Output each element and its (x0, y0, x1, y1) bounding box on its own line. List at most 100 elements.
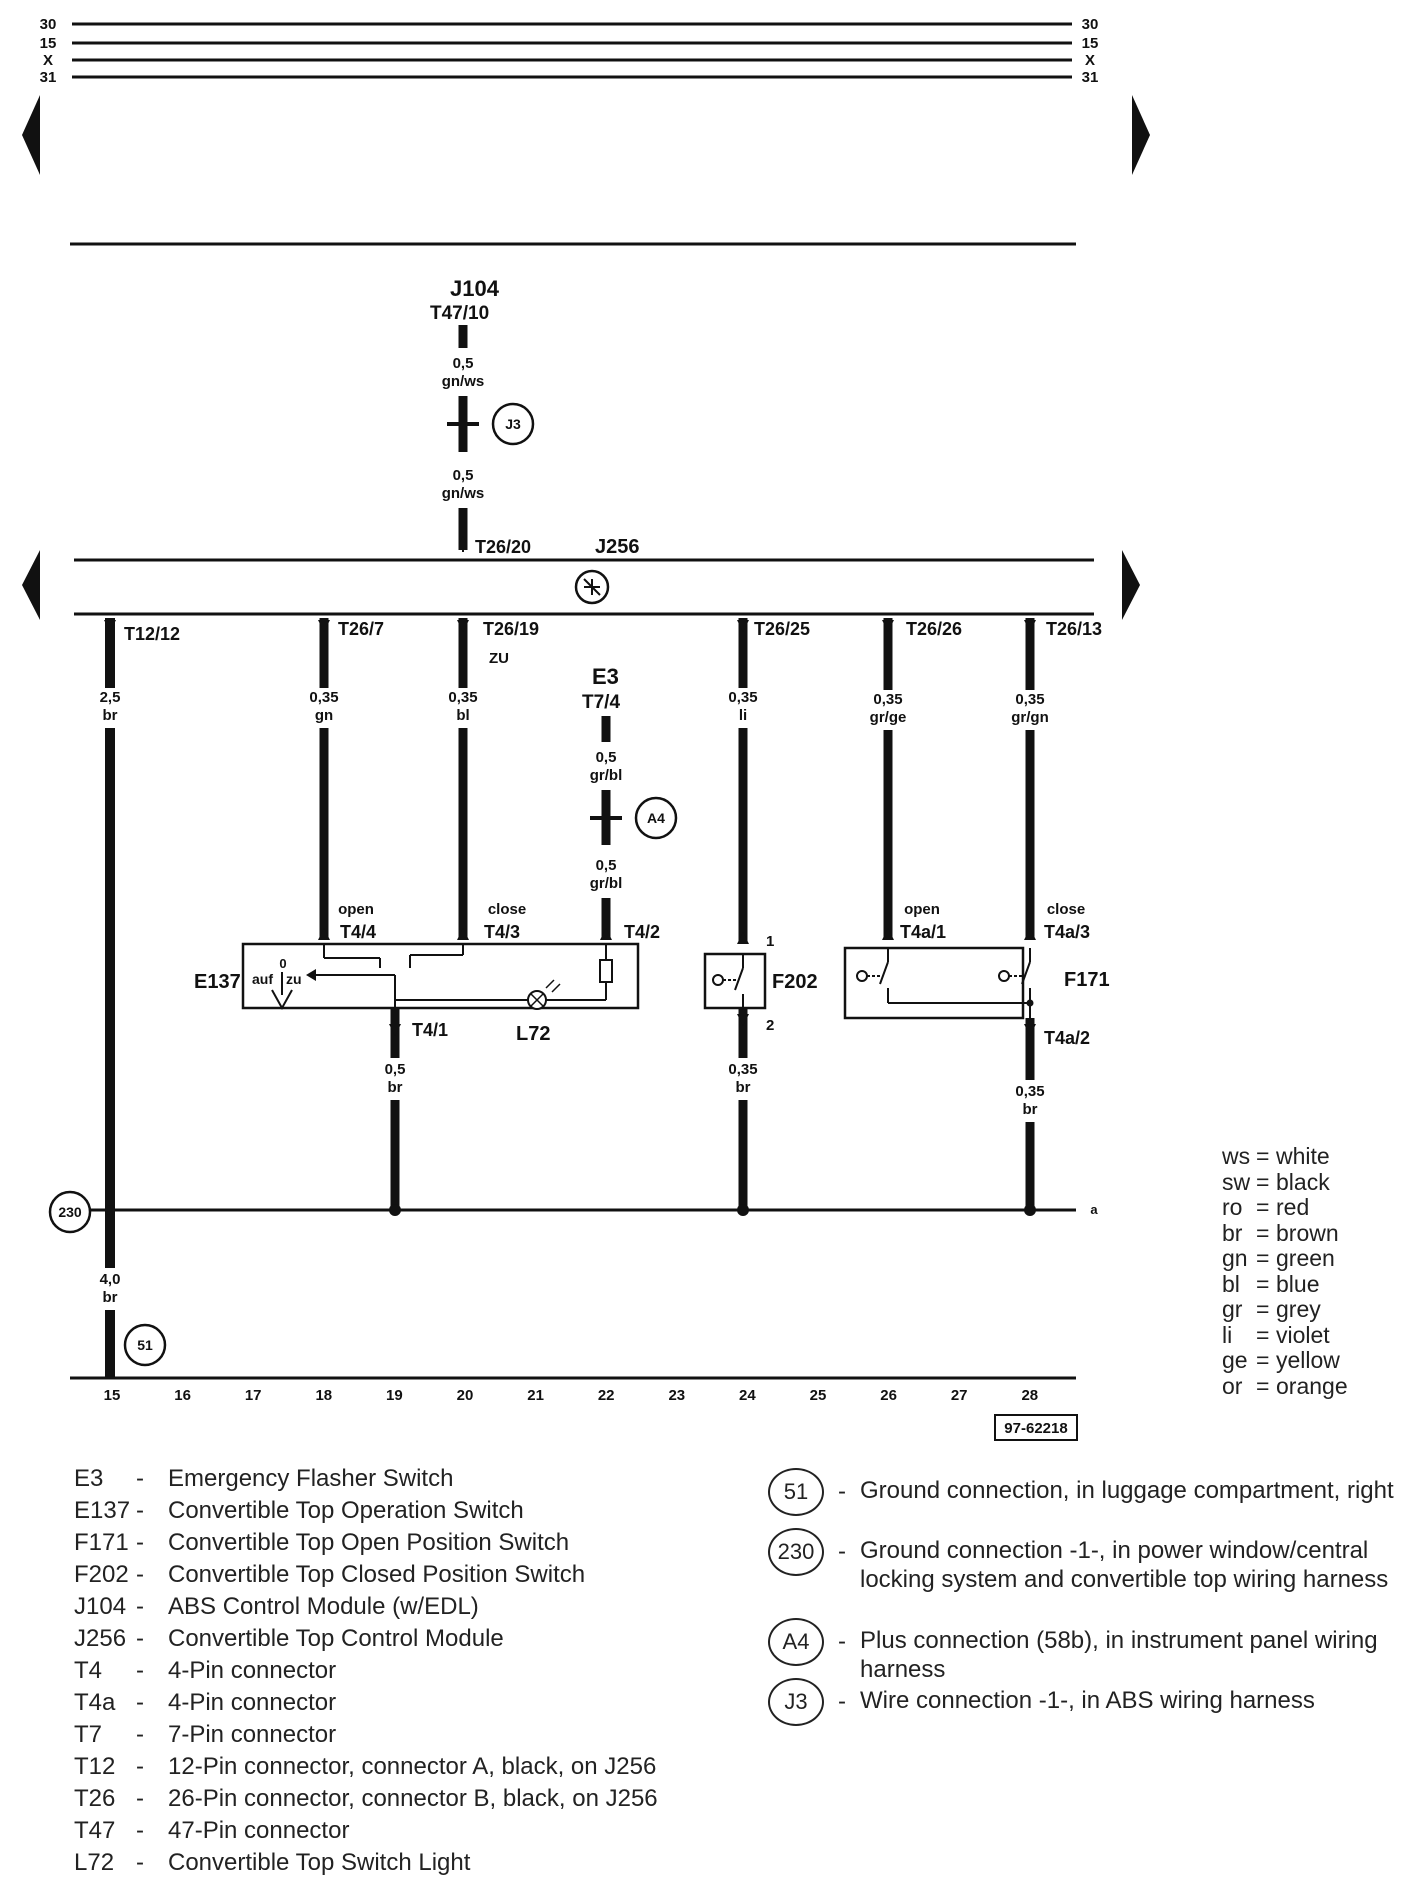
color-code-row: ro=red (1222, 1194, 1348, 1221)
legend-code: T47 (74, 1817, 116, 1844)
line-a-label: a (1090, 1202, 1098, 1217)
f202-out-wire-color: br (736, 1079, 751, 1096)
t4-4-function-label: open (338, 901, 374, 918)
color-abbr: li (1222, 1321, 1233, 1348)
color-abbr: sw (1222, 1168, 1251, 1195)
bus-label-right-15: 15 (1082, 35, 1099, 52)
legend-row: F171-Convertible Top Open Position Switc… (74, 1527, 658, 1559)
f202-switch: T26/25 0,35 li 1 F202 2 0,35 br (703, 618, 818, 1210)
e3-wire-color: gr/bl (590, 767, 623, 784)
equals-sign: = (1256, 1168, 1270, 1195)
ground-line-230: 230 a 4,0 br 51 (48, 1190, 1098, 1379)
page-arrow-left-2-icon (22, 550, 40, 620)
legend-row: T47-47-Pin connector (74, 1815, 658, 1847)
connection-description: Ground connection -1-, in power window/c… (860, 1537, 1389, 1593)
resistor-icon (599, 959, 613, 983)
legend-description: 7-Pin connector (168, 1721, 337, 1748)
connection-badge: 51 (768, 1468, 824, 1516)
legend-code: E137 (74, 1497, 131, 1524)
connection-legend-row: 51-Ground connection, in luggage compart… (768, 1468, 1400, 1516)
t4a-2-wire-color: br (1023, 1101, 1038, 1118)
legend-description: Convertible Top Open Position Switch (168, 1529, 570, 1556)
t4-3-function-label: close (488, 901, 526, 918)
connection-legend-row: 230-Ground connection -1-, in power wind… (768, 1528, 1400, 1594)
j104-wire-size-2: 0,5 (453, 467, 474, 484)
color-code-row: gr=grey (1222, 1296, 1348, 1323)
legend-row: T12-12-Pin connector, connector A, black… (74, 1751, 658, 1783)
equals-sign: = (1256, 1347, 1270, 1373)
a4-connector-marker (634, 796, 678, 840)
equals-sign: = (1256, 1143, 1270, 1169)
j104-wire-color: gn/ws (442, 373, 485, 390)
color-abbr: or (1222, 1372, 1243, 1399)
legend-dash: - (136, 1657, 144, 1684)
color-code-row: bl=blue (1222, 1270, 1348, 1298)
legend-row: T4a-4-Pin connector (74, 1687, 658, 1719)
connection-badge: J3 (768, 1678, 824, 1726)
f171-switch: T26/26 0,35 gr/ge open T4a/1 T26/13 0,35… (843, 618, 1110, 1210)
j3-connector-marker (491, 402, 535, 446)
legend-dash: - (136, 1465, 144, 1492)
legend-row: F202-Convertible Top Closed Position Swi… (74, 1559, 658, 1591)
j104-branch: J104 T47/10 0,5 gn/ws J3 0,5 gn/ws T26/2… (430, 276, 535, 557)
ground-wire-size: 4,0 (100, 1271, 121, 1288)
legend-dash: - (838, 1628, 846, 1655)
legend-description: Convertible Top Closed Position Switch (168, 1561, 586, 1588)
bus-label-right-31: 31 (1082, 69, 1099, 86)
diagram-id: 97-62218 (1004, 1420, 1067, 1437)
e137-pos-close: zu (286, 971, 302, 987)
e3-wire-size: 0,5 (596, 749, 617, 766)
t26-7-wire-size: 0,35 (309, 689, 338, 706)
t26-19-wire-size: 0,35 (448, 689, 477, 706)
e137-switch: E137 auf 0 zu L72 (194, 942, 640, 1045)
t26-7-wire-color: gn (315, 707, 333, 724)
track-number: 23 (668, 1387, 685, 1404)
legend-dash: - (136, 1625, 144, 1652)
page-arrow-right-icon (1132, 95, 1150, 175)
legend-description: 4-Pin connector (168, 1657, 337, 1684)
page-arrow-right-2-icon (1122, 550, 1140, 620)
j104-wire-size: 0,5 (453, 355, 474, 372)
legend-description: 4-Pin connector (168, 1689, 337, 1716)
color-name: green (1276, 1245, 1335, 1271)
connection-description: Plus connection (58b), in instrument pan… (860, 1627, 1378, 1683)
legend-dash: - (136, 1561, 144, 1588)
f202-out-wire-size: 0,35 (728, 1061, 757, 1078)
bus-label-right-x: X (1085, 52, 1095, 69)
bus-label-right-30: 30 (1082, 16, 1099, 33)
track-number: 21 (527, 1387, 544, 1404)
f202-pin1: 1 (766, 933, 774, 950)
track-number: 15 (104, 1387, 121, 1404)
legend-description: 47-Pin connector (168, 1817, 350, 1844)
j256-label: J256 (595, 536, 640, 558)
t26-26-wire-size: 0,35 (873, 691, 902, 708)
legend-description: ABS Control Module (w/EDL) (168, 1593, 479, 1620)
l72-label: L72 (516, 1023, 550, 1045)
legend-code: T26 (74, 1785, 116, 1812)
connection-legend-row: J3-Wire connection -1-, in ABS wiring ha… (768, 1678, 1400, 1726)
color-code-row: ge=yellow (1222, 1347, 1348, 1374)
legend-code: F171 (74, 1529, 129, 1556)
track-number: 16 (174, 1387, 191, 1404)
a4-marker-label: A4 (647, 810, 665, 826)
track-number: 25 (810, 1387, 827, 1404)
equals-sign: = (1256, 1270, 1270, 1297)
color-abbr: ws (1222, 1143, 1251, 1169)
color-code-row: li=violet (1222, 1321, 1348, 1349)
legend-dash: - (838, 1688, 846, 1715)
t4a-2-wire-size: 0,35 (1015, 1083, 1044, 1100)
legend-row: E3-Emergency Flasher Switch (74, 1463, 658, 1495)
e3-label: E3 (592, 664, 619, 689)
f202-pin2: 2 (766, 1017, 774, 1034)
equals-sign: = (1256, 1372, 1270, 1399)
page-arrow-left-icon (22, 95, 40, 175)
legend-dash: - (136, 1849, 144, 1876)
e3-pin-label: T7/4 (582, 692, 620, 713)
t26-25-wire-size: 0,35 (728, 689, 757, 706)
track-number: 28 (1021, 1387, 1038, 1404)
legend-code: E3 (74, 1465, 104, 1492)
track-number: 18 (315, 1387, 332, 1404)
legend-code: F202 (74, 1561, 129, 1588)
color-name: blue (1276, 1270, 1320, 1297)
